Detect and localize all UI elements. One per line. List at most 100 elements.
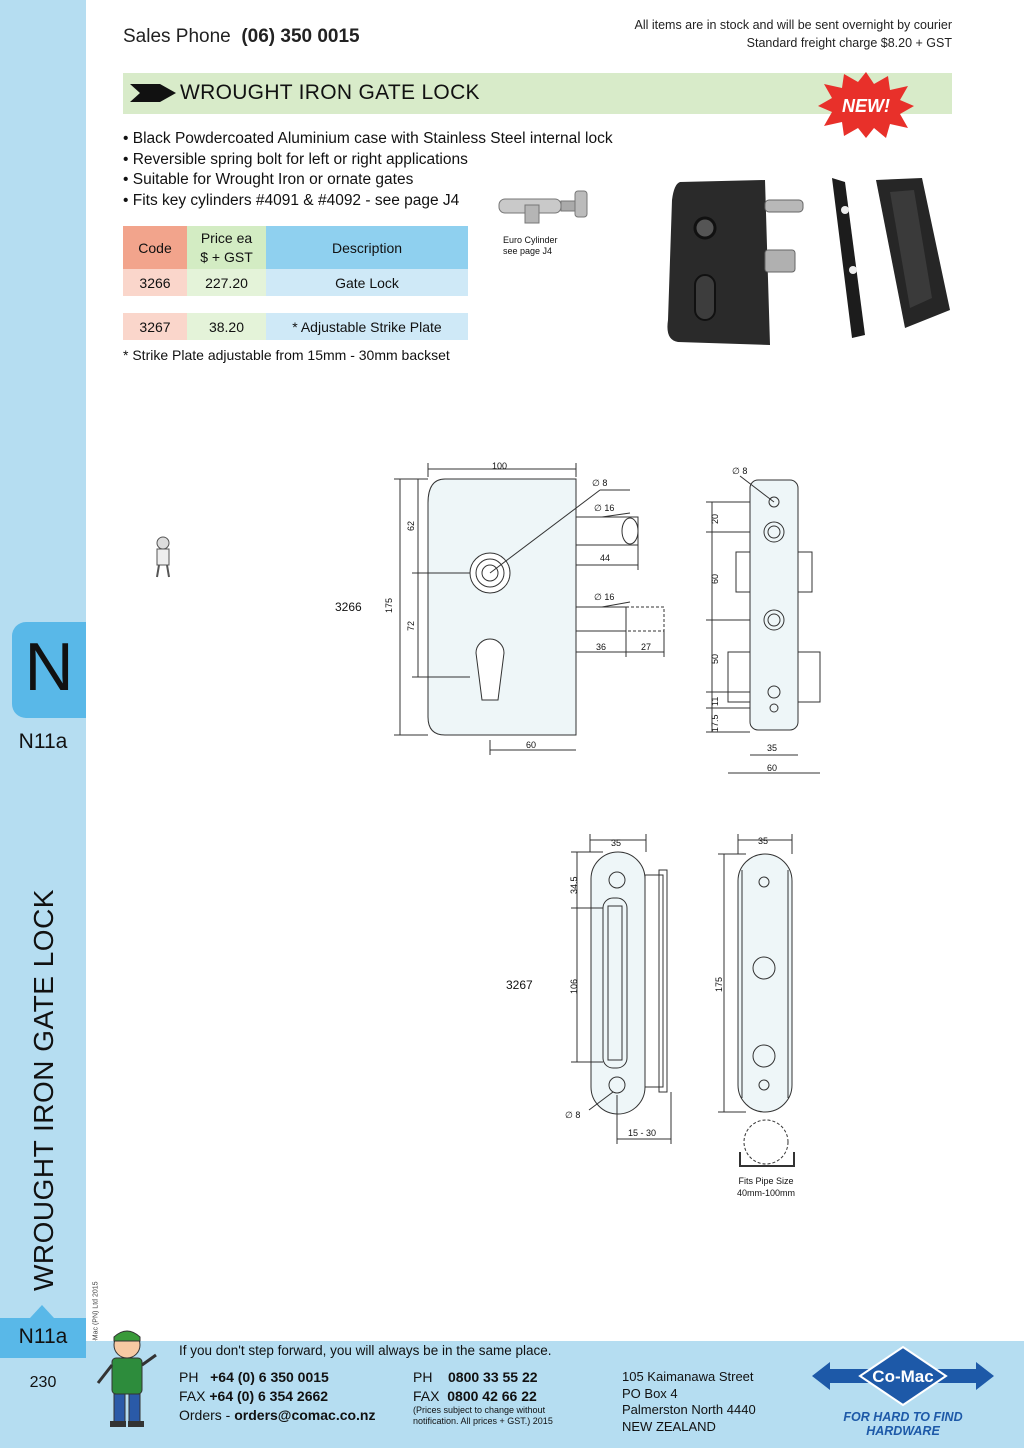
fax-label: FAX — [179, 1388, 206, 1404]
row-description: Gate Lock — [266, 269, 468, 296]
address-line: Palmerston North 4440 — [622, 1402, 756, 1417]
stock-line-2: Standard freight charge $8.20 + GST — [746, 36, 952, 50]
pipe-caption-line: 40mm-100mm — [737, 1188, 795, 1198]
new-badge-text: NEW! — [842, 96, 890, 116]
phone-number[interactable]: +64 (0) 6 350 0015 — [210, 1369, 329, 1385]
mascot-small-image — [156, 536, 170, 578]
price-table: Code Price ea $ + GST Description 3266 2… — [123, 226, 468, 340]
section-letter: N — [24, 629, 74, 705]
orders-email-link[interactable]: orders@comac.co.nz — [234, 1407, 376, 1423]
bottom-page-code: N11a — [18, 1325, 68, 1348]
address: 105 Kaimanawa Street PO Box 4 Palmerston… — [622, 1369, 756, 1435]
orders-label: Orders - — [179, 1407, 231, 1423]
ph-label: PH — [179, 1369, 199, 1385]
dim-text: 175 — [714, 977, 724, 992]
dim-text: 60 — [710, 574, 720, 584]
feature-item: • Black Powdercoated Aluminium case with… — [123, 130, 613, 147]
row-description: * Adjustable Strike Plate — [266, 313, 468, 340]
page-title: WROUGHT IRON GATE LOCK — [180, 81, 480, 104]
lock-front-drawing: 100 175 62 72 60 ∅ 8 ∅ 16 ∅ 16 44 36 27 — [384, 461, 665, 755]
strike-code-label: 3267 — [506, 978, 533, 992]
section-tab: N — [12, 622, 86, 718]
freephone-number[interactable]: 0800 33 55 22 — [448, 1369, 538, 1385]
dim-text: 60 — [767, 763, 777, 773]
feature-item: • Suitable for Wrought Iron or ornate ga… — [123, 171, 414, 189]
strike-note: * Strike Plate adjustable from 15mm - 30… — [123, 347, 450, 363]
price-note-line: notification. All prices + GST.) 2015 — [413, 1416, 553, 1426]
dim-text: 35 — [767, 743, 777, 753]
stock-line-1: All items are in stock and will be sent … — [634, 18, 952, 32]
stock-info: All items are in stock and will be sent … — [634, 16, 952, 52]
dim-text: 50 — [710, 654, 720, 664]
feature-item: • Reversible spring bolt for left or rig… — [123, 150, 468, 168]
product-photo — [667, 178, 950, 345]
dim-text: 100 — [492, 461, 507, 471]
dim-text: 35 — [611, 838, 621, 848]
dim-text: 27 — [641, 642, 651, 652]
dim-text: ∅ 8 — [732, 466, 747, 476]
sales-phone: Sales Phone (06) 350 0015 — [123, 26, 360, 48]
row-code: 3267 — [123, 313, 187, 340]
dim-text: 72 — [406, 621, 416, 631]
contact-freephone: PH 0800 33 55 22 FAX 0800 42 66 22 — [413, 1368, 538, 1406]
table-row: 3266 227.20 Gate Lock — [123, 269, 468, 296]
dim-text: 106 — [569, 979, 579, 994]
title-banner: WROUGHT IRON GATE LOCK — [123, 73, 952, 114]
ph2-label: PH — [413, 1369, 433, 1385]
fax2-label: FAX — [413, 1388, 440, 1404]
sales-number: (06) 350 0015 — [241, 26, 360, 47]
price-note: (Prices subject to change without notifi… — [413, 1405, 553, 1427]
dim-text: ∅ 8 — [565, 1110, 580, 1120]
header-price-line: Price ea — [200, 229, 253, 246]
mascot-image — [96, 1330, 157, 1427]
comac-logo: Co-Mac — [812, 1345, 994, 1407]
dim-text: 44 — [600, 553, 610, 563]
dim-text: ∅ 8 — [592, 478, 607, 488]
table-row: 3267 38.20 * Adjustable Strike Plate — [123, 313, 468, 340]
page-number: 230 — [29, 1374, 57, 1391]
dim-text: ∅ 16 — [594, 592, 614, 602]
fax-number: +64 (0) 6 354 2662 — [209, 1388, 329, 1404]
table-header-row: Code Price ea $ + GST Description — [123, 226, 468, 269]
footer-quote: If you don't step forward, you will alwa… — [179, 1343, 552, 1358]
table-spacer — [123, 296, 468, 313]
header-description: Description — [266, 226, 468, 269]
logo-text: Co-Mac — [872, 1367, 933, 1386]
feature-list: • Black Powdercoated Aluminium case with… — [123, 129, 613, 212]
new-badge: NEW! — [818, 72, 914, 138]
cylinder-caption-line: Euro Cylinder — [503, 235, 558, 245]
dim-text: 35 — [758, 836, 768, 846]
sales-label: Sales Phone — [123, 26, 231, 47]
dim-text: 62 — [406, 521, 416, 531]
sidebar — [0, 0, 86, 1448]
page-code: N11a — [18, 730, 68, 753]
feature-item: • Fits key cylinders #4091 & #4092 - see… — [123, 192, 460, 210]
cylinder-caption-line: see page J4 — [503, 246, 553, 256]
dim-text: 20 — [710, 514, 720, 524]
footer — [86, 1341, 1024, 1448]
dim-text: 175 — [384, 598, 394, 613]
strike-front-drawing: 35 175 Fits Pipe Size 40mm-100mm — [714, 834, 795, 1198]
row-price: 38.20 — [187, 313, 266, 340]
dim-text: 15 - 30 — [628, 1128, 656, 1138]
bottom-tab-pointer — [30, 1305, 54, 1318]
row-code: 3266 — [123, 269, 187, 296]
price-note-line: (Prices subject to change without — [413, 1405, 546, 1415]
strike-plate-drawing: 35 34.5 106 ∅ 8 15 - 30 — [565, 834, 672, 1144]
dim-text: ∅ 16 — [594, 503, 614, 513]
pipe-caption-line: Fits Pipe Size — [738, 1176, 793, 1186]
lock-side-drawing: ∅ 8 20 60 50 11 17.5 35 60 — [706, 466, 821, 774]
cylinder-caption: Euro Cylinder see page J4 — [503, 235, 558, 257]
dim-text: 17.5 — [710, 714, 720, 732]
header-code: Code — [123, 226, 187, 269]
header-price-line: $ + GST — [200, 248, 253, 265]
dim-text: 36 — [596, 642, 606, 652]
address-line: PO Box 4 — [622, 1385, 678, 1401]
bottom-tab — [0, 1318, 86, 1358]
dim-text: 34.5 — [569, 876, 579, 894]
row-price: 227.20 — [187, 269, 266, 296]
dim-text: 11 — [710, 697, 720, 706]
address-line: NEW ZEALAND — [622, 1418, 716, 1434]
dim-text: 60 — [526, 740, 536, 750]
tagline: FOR HARD TO FIND HARDWARE — [843, 1410, 963, 1438]
